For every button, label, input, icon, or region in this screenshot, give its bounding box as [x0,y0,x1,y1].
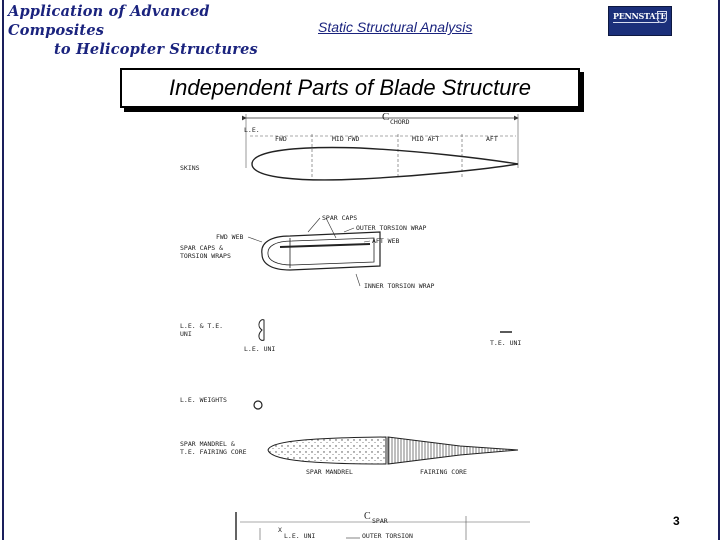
left-border [2,0,4,540]
course-title-line-1: Application of Advanced Composites [8,3,210,39]
row-label-spar-caps-line-1: SPAR CAPS & [180,244,223,252]
label-outer-torsion: OUTER TORSION [362,532,413,540]
le-label: L.E. [244,126,260,134]
shield-icon [657,11,667,23]
label-c-spar: C [364,511,371,522]
label-aft-web: AFT WEB [372,237,399,245]
logo-text: PENNSTATE [613,11,667,21]
label-inner-torsion-wrap: INNER TORSION WRAP [364,282,435,290]
course-title: Application of Advanced Composites to He… [8,2,288,59]
slide-heading: Independent Parts of Blade Structure [168,75,531,100]
segment-labels: FWD MID FWD MID AFT AFT [250,134,516,178]
segment-label-fwd: FWD [275,135,287,143]
label-fairing-core: FAIRING CORE [420,468,467,476]
blade-structure-figure: C CHORD L.E. FWD MID FWD MID AFT AFT SKI… [180,111,530,540]
chord-label: C [382,111,389,123]
segment-label-mid-aft: MID AFT [412,135,439,143]
chord-sub-label: CHORD [390,118,410,126]
section-title[interactable]: Static Structural Analysis [318,19,473,35]
segment-label-aft: AFT [486,135,498,143]
row-label-le-te-uni-line-2: UNI [180,330,192,338]
spar-detail-partial: C SPAR X L.E. UNI OUTER TORSION [235,511,530,540]
label-fwd-web: FWD WEB [216,233,243,241]
right-border [718,0,720,540]
le-weight-circle [253,400,263,410]
spar-assembly: SPAR CAPS OUTER TORSION WRAP FWD WEB AFT… [180,214,435,290]
segment-label-mid-fwd: MID FWD [332,135,359,143]
label-outer-torsion-wrap: OUTER TORSION WRAP [356,224,427,232]
chord-dimension: C CHORD [242,111,519,168]
label-spar-mandrel: SPAR MANDREL [306,468,353,476]
label-spar-caps: SPAR CAPS [322,214,357,222]
slide-heading-box: Independent Parts of Blade Structure [120,68,580,108]
university-logo: PENNSTATE [608,6,672,36]
row-label-le-te-uni-line-1: L.E. & T.E. [180,322,223,330]
logo-rule [613,22,659,23]
row-label-spar-mandrel-line-2: T.E. FAIRING CORE [180,448,247,456]
le-uni-shape [258,319,265,341]
label-x: X [278,526,282,534]
fairing-core-shape [387,436,519,465]
row-label-spar-caps-line-2: TORSION WRAPS [180,252,231,260]
label-c-spar-sub: SPAR [372,517,388,525]
row-label-skins: SKINS [180,164,200,172]
label-x-sub: L.E. UNI [284,532,315,540]
skins-airfoil [251,146,519,181]
label-le-uni: L.E. UNI [244,345,275,353]
row-label-le-weights: L.E. WEIGHTS [180,396,227,404]
spar-mandrel-shape [267,436,387,465]
label-te-uni: T.E. UNI [490,339,521,347]
page-number: 3 [673,514,680,528]
row-label-spar-mandrel-line-1: SPAR MANDREL & [180,440,235,448]
course-title-line-2: to Helicopter Structures [54,41,258,58]
